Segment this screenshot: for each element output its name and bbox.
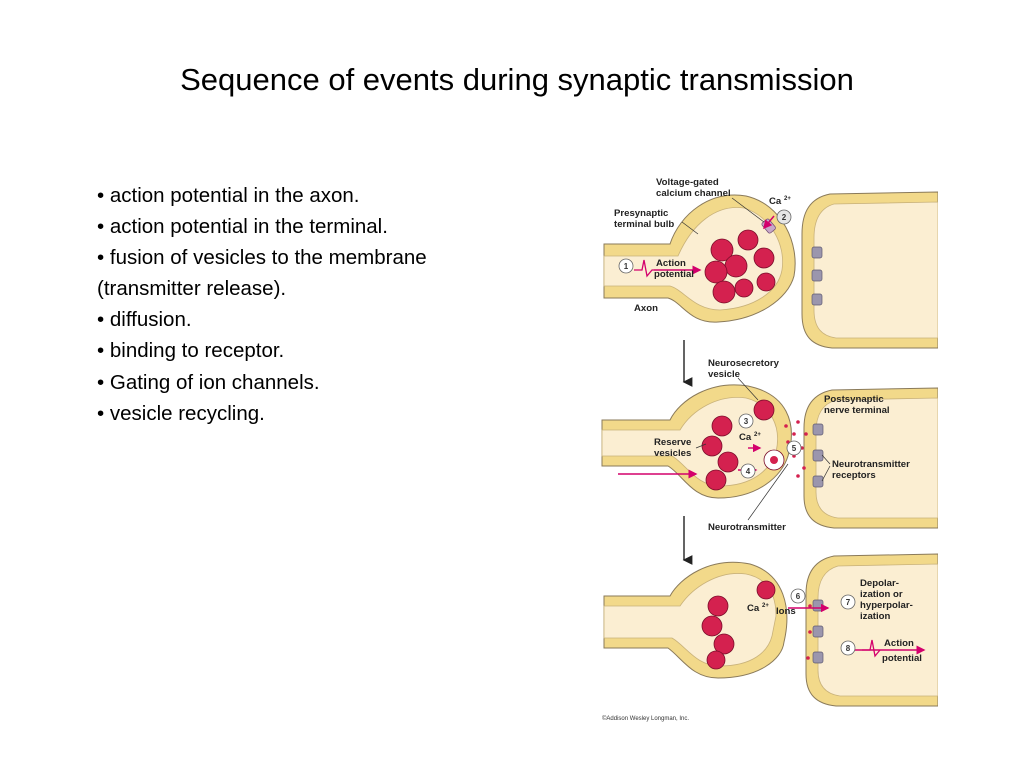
step-5-number: 5 bbox=[792, 444, 797, 453]
step-8-number: 8 bbox=[846, 644, 851, 653]
label-ca-mid-charge: 2+ bbox=[754, 432, 761, 438]
label-ca-bot: Ca bbox=[747, 603, 760, 614]
step-7-badge bbox=[840, 594, 856, 610]
copyright-notice: ©Addison Wesley Longman, Inc. bbox=[602, 715, 689, 722]
panel-1-resting-synapse: 1 2 Voltage-gated calcium channel Ca 2+ … bbox=[603, 177, 938, 349]
label-potential-1: potential bbox=[654, 269, 694, 280]
synapse-diagram: 1 2 Voltage-gated calcium channel Ca 2+ … bbox=[601, 177, 938, 722]
slide-title: Sequence of events during synaptic trans… bbox=[180, 62, 854, 97]
label-depolarization-1: Depolar- bbox=[860, 578, 899, 589]
step-8-badge bbox=[840, 640, 856, 656]
bullet-binding-receptor: • binding to receptor. bbox=[97, 339, 285, 363]
step-7-number: 7 bbox=[846, 598, 851, 607]
receptor bbox=[812, 475, 824, 488]
step-2-number: 2 bbox=[782, 213, 787, 222]
label-reserve: Reserve bbox=[654, 437, 691, 448]
bullet-action-potential-terminal: • action potential in the terminal. bbox=[97, 215, 388, 239]
label-vesicles: vesicles bbox=[654, 448, 691, 459]
label-ca-bot-charge: 2+ bbox=[762, 603, 769, 609]
step-5-badge bbox=[786, 440, 802, 456]
label-ca-mid: Ca bbox=[739, 432, 752, 443]
label-depolarization-2: ization or bbox=[860, 589, 903, 600]
bound-neurotransmitter bbox=[806, 604, 812, 660]
vesicle-cluster-3 bbox=[701, 580, 776, 670]
label-presynaptic: Presynaptic bbox=[614, 208, 669, 219]
panel-2-transmitter-release: 3 4 5 Neurosecretory vesicle Postsynapti… bbox=[601, 358, 938, 533]
label-ca-top: Ca bbox=[769, 196, 782, 207]
step-2-badge bbox=[776, 209, 792, 225]
label-neurosecretory: Neurosecretory bbox=[708, 358, 780, 369]
label-potential-8: potential bbox=[882, 653, 922, 664]
label-ca-top-charge: 2+ bbox=[784, 196, 791, 202]
step-3-number: 3 bbox=[744, 417, 749, 426]
bullet-list: • action potential in the axon. • action… bbox=[97, 180, 427, 429]
step-3-badge bbox=[738, 413, 754, 429]
vesicle-cluster-1 bbox=[704, 229, 776, 304]
step-6-number: 6 bbox=[796, 592, 801, 601]
step-1-number: 1 bbox=[624, 262, 629, 271]
label-postsynaptic: Postsynaptic bbox=[824, 394, 884, 405]
label-vesicle: vesicle bbox=[708, 369, 740, 380]
label-neurotransmitter-receptors-2: receptors bbox=[832, 470, 876, 481]
step-6-badge bbox=[790, 588, 806, 604]
step-4-number: 4 bbox=[746, 467, 751, 476]
label-nerve-terminal: nerve terminal bbox=[824, 405, 890, 416]
label-depolarization-3: hyperpolar- bbox=[860, 600, 913, 611]
bullet-vesicle-fusion: • fusion of vesicles to the membrane bbox=[97, 246, 427, 270]
label-terminal-bulb: terminal bulb bbox=[614, 219, 674, 230]
step-1-badge bbox=[618, 258, 634, 274]
bullet-vesicle-recycling: • vesicle recycling. bbox=[97, 401, 265, 425]
label-action-8: Action bbox=[884, 638, 914, 649]
step-4-badge bbox=[740, 463, 756, 479]
receptor bbox=[811, 293, 823, 306]
vesicle-cluster-2 bbox=[701, 399, 785, 491]
receptor bbox=[811, 246, 823, 259]
label-neurotransmitter: Neurotransmitter bbox=[708, 522, 786, 533]
bullet-transmitter-release: (transmitter release). bbox=[97, 277, 287, 301]
panel-3-postsynaptic-response: 6 7 8 Ca 2+ Ions Depolar- ization or hyp… bbox=[603, 553, 938, 707]
label-neurotransmitter-receptors-1: Neurotransmitter bbox=[832, 459, 910, 470]
receptor bbox=[812, 423, 824, 436]
action-potential-trace-8 bbox=[862, 639, 881, 658]
receptor bbox=[811, 269, 823, 282]
bullet-ion-channel-gating: • Gating of ion channels. bbox=[97, 370, 320, 394]
bullet-diffusion: • diffusion. bbox=[97, 308, 192, 332]
receptor bbox=[812, 625, 824, 638]
bullet-action-potential-axon: • action potential in the axon. bbox=[97, 184, 360, 207]
receptor bbox=[812, 651, 824, 664]
action-potential-trace-1 bbox=[634, 259, 654, 278]
label-action-1: Action bbox=[656, 258, 686, 269]
label-axon: Axon bbox=[634, 303, 658, 314]
label-calcium-channel: calcium channel bbox=[656, 188, 731, 199]
label-ions: Ions bbox=[776, 606, 796, 617]
label-depolarization-4: ization bbox=[860, 611, 891, 622]
label-voltage-gated: Voltage-gated bbox=[656, 177, 719, 188]
receptor bbox=[812, 449, 824, 462]
receptor bbox=[812, 599, 824, 612]
